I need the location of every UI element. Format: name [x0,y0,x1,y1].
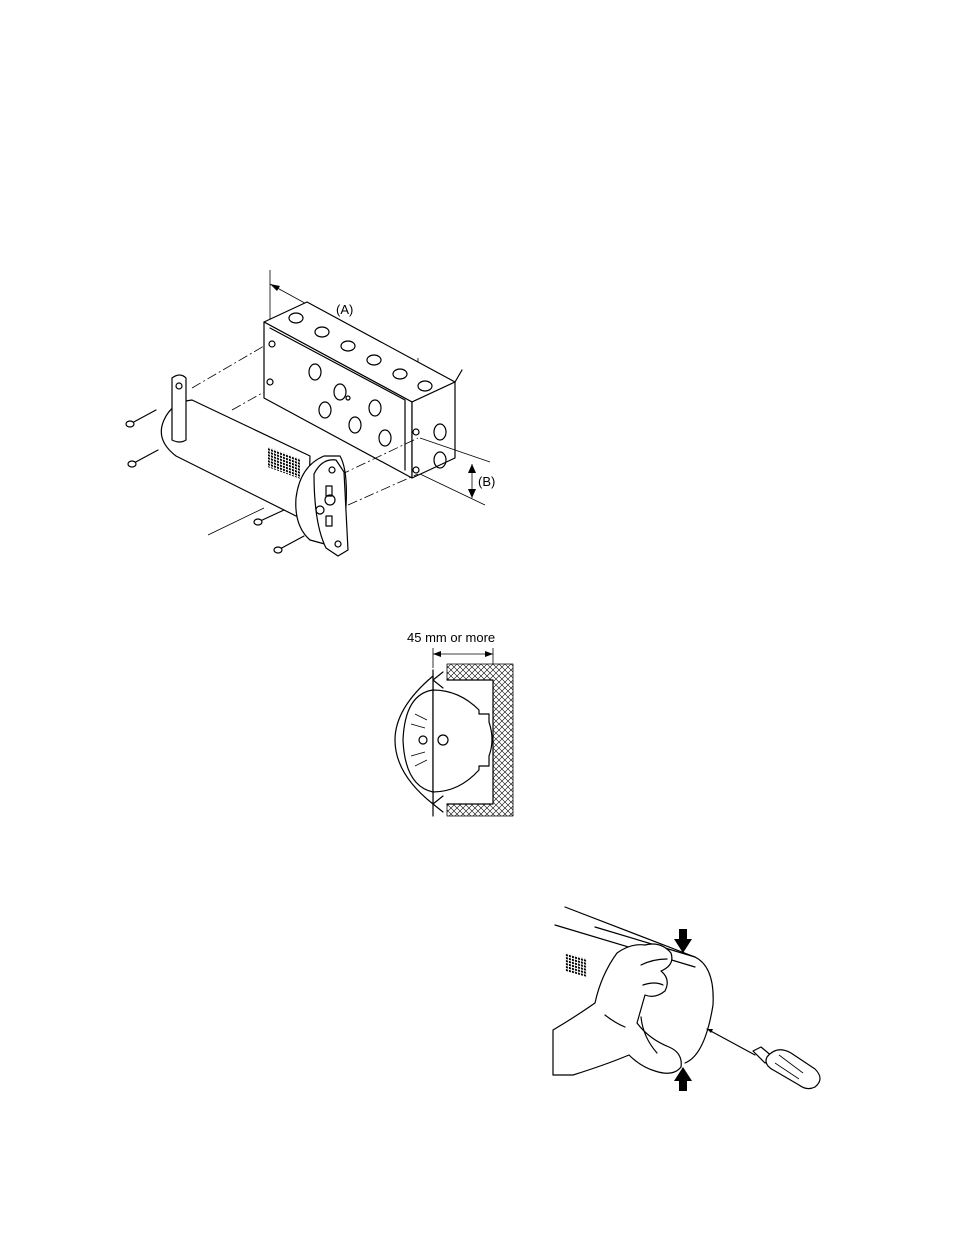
screw-4 [274,536,304,553]
screwdriver-icon [707,1029,820,1089]
cover-removal-figure [545,905,835,1105]
speaker-top-view [395,672,492,812]
mounting-box-figure: (A) (B) [100,260,540,560]
screw-1 [126,410,156,427]
dimension-b-label: (B) [478,474,495,489]
clearance-label: 45 mm or more [407,630,495,645]
screw-3 [254,510,284,525]
clearance-figure: 45 mm or more [385,628,525,818]
screw-2 [128,450,158,467]
dimension-a-label: (A) [336,302,353,317]
speaker-grille [565,953,587,977]
